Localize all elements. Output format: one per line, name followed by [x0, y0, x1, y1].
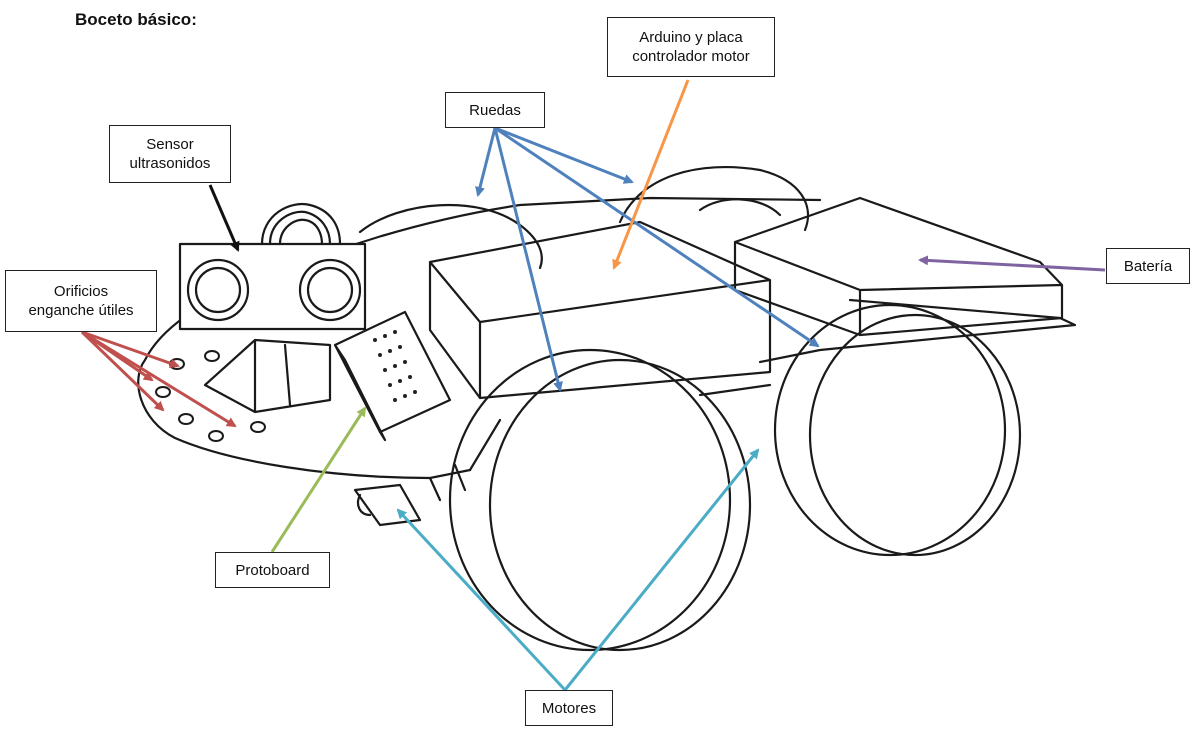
protoboard-dots	[373, 330, 417, 402]
sensor-eye-left	[186, 258, 250, 322]
ruedas-arrows	[475, 126, 820, 392]
label-bateria: Batería	[1106, 248, 1190, 284]
label-sensor: Sensor ultrasonidos	[109, 125, 231, 183]
sensor-arrow	[208, 184, 240, 252]
mounting-holes	[155, 350, 266, 442]
front-wheel-left	[448, 348, 732, 652]
label-motores: Motores	[525, 690, 613, 726]
battery-box	[733, 196, 1064, 337]
label-ruedas: Ruedas	[445, 92, 545, 128]
arduino-box	[428, 220, 772, 400]
sensor-cables	[260, 202, 342, 246]
chassis-mid-edge	[468, 383, 772, 472]
sensor-board	[178, 242, 367, 331]
label-protoboard: Protoboard	[215, 552, 330, 588]
hole	[208, 430, 224, 442]
protoboard-arrow	[270, 406, 367, 553]
bateria-arrow	[918, 255, 1106, 272]
front-wheel-right	[773, 303, 1007, 557]
sensor-mount	[203, 338, 332, 414]
hole	[250, 421, 266, 433]
orificios-arrows	[80, 330, 237, 428]
protoboard	[333, 310, 452, 442]
sensor-eye-right	[298, 258, 362, 322]
motor	[353, 483, 422, 527]
hole	[178, 413, 194, 425]
diagram-title: Boceto básico:	[75, 10, 197, 29]
back-wheel-left	[358, 203, 543, 270]
label-arduino: Arduino y placa controlador motor	[607, 17, 775, 77]
motores-arrows	[396, 448, 760, 692]
label-orificios: Orificios enganche útiles	[5, 270, 157, 332]
arduino-arrow	[612, 79, 690, 270]
hole	[155, 386, 171, 398]
hole	[204, 350, 220, 362]
